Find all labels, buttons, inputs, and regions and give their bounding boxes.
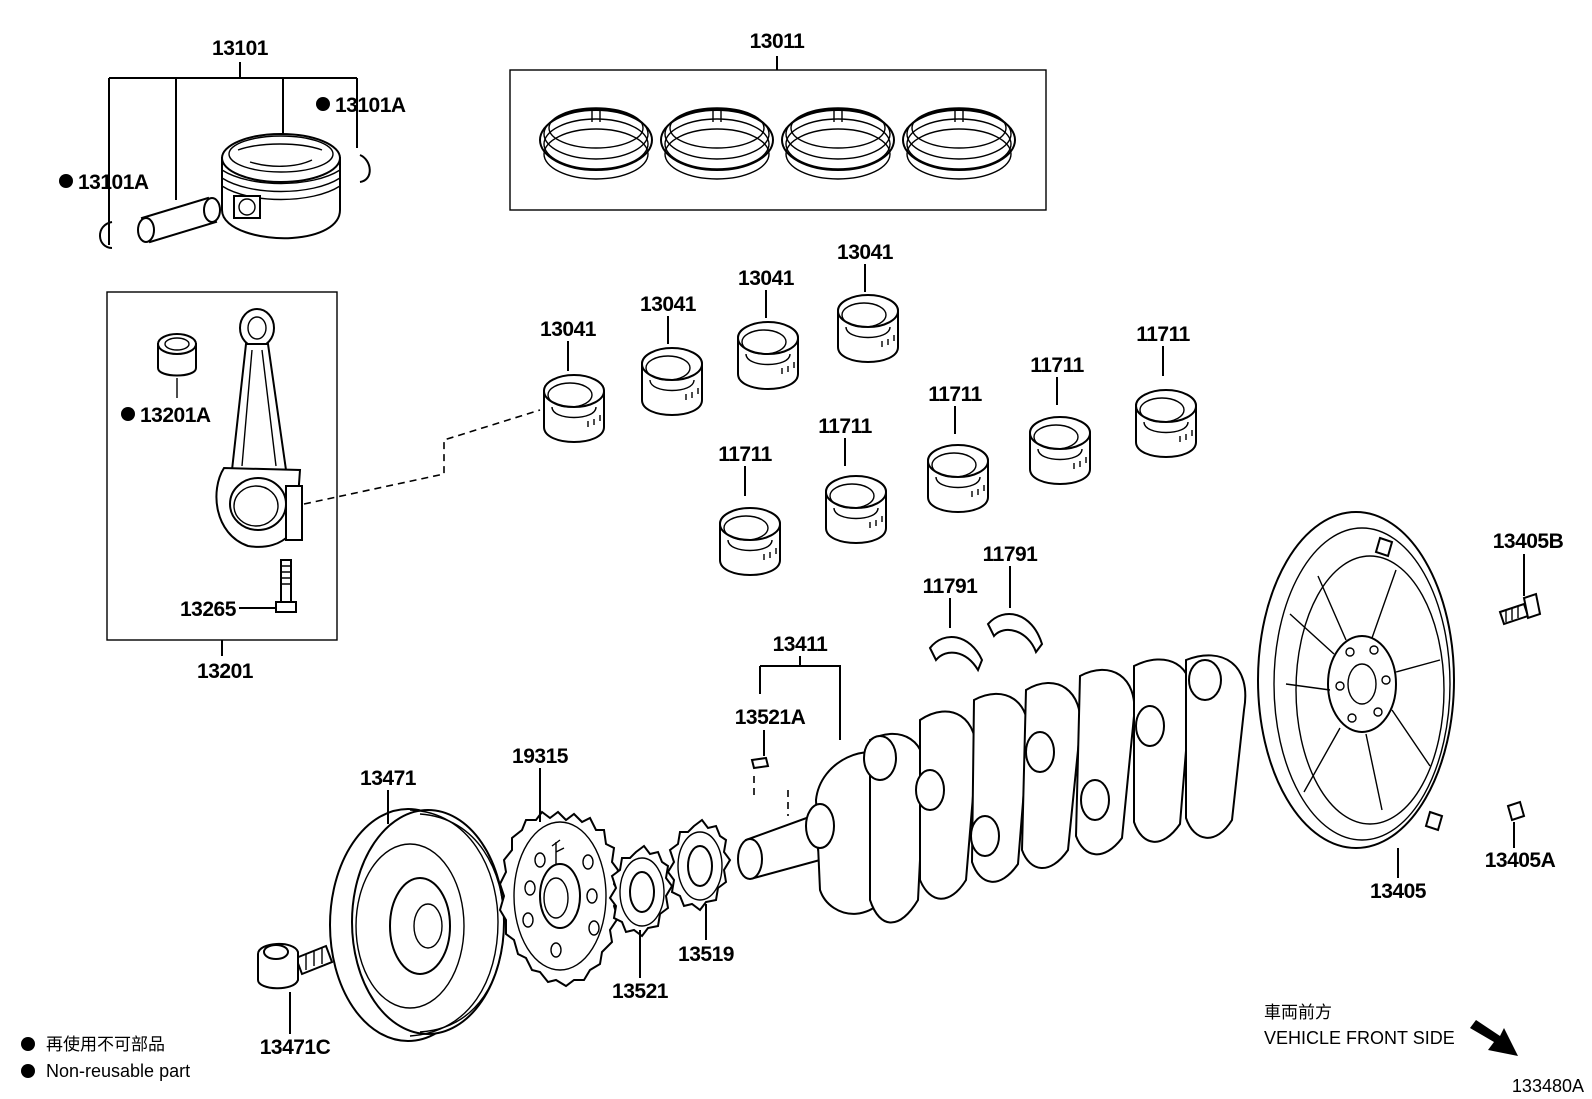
part-13519-label: 13519 [678, 943, 734, 966]
part-13101-label: 13101 [212, 37, 269, 60]
part-13101A-right-label: 13101A [335, 94, 406, 117]
piston-icon [221, 133, 341, 240]
conrod-bearings: 13041 13041 13041 13041 [540, 241, 899, 443]
main-bearings: 11711 11711 11711 11711 11711 [718, 323, 1197, 576]
conrod-bolt-icon [275, 559, 297, 613]
crank-gear-icon [608, 844, 674, 938]
non-reusable-marker-icon [59, 174, 73, 188]
piston-pin-icon [137, 196, 221, 244]
piston-ring-set: 13011 [509, 30, 1047, 211]
part-11711-label-4: 11711 [1030, 354, 1084, 377]
part-13471C-label: 13471C [260, 1036, 331, 1059]
part-13521-label: 13521 [612, 980, 669, 1003]
part-13101A-left-label: 13101A [78, 171, 149, 194]
drive-plate-icon [1257, 511, 1455, 849]
conrod-group: 13201A 13265 13201 [106, 291, 541, 683]
front-arrow-icon [1470, 1020, 1518, 1056]
drive-plate-group: 13405 13405B 13405A [1257, 511, 1564, 903]
pulley-bolt-icon [257, 943, 334, 990]
non-reusable-marker-icon [21, 1064, 35, 1078]
vehicle-front-indicator: 車両前方 VEHICLE FRONT SIDE [1264, 1003, 1518, 1056]
snap-ring-left-icon [99, 221, 113, 249]
part-11711-label-1: 11711 [718, 443, 772, 466]
part-13201A-label: 13201A [140, 404, 211, 427]
crankshaft-icon [737, 654, 1247, 924]
conrod-bushing-icon [157, 333, 197, 398]
part-13521A-label: 13521A [735, 706, 806, 729]
direction-jp-text: 車両前方 [1264, 1003, 1332, 1023]
oil-pump-gear-icon [666, 818, 732, 912]
front-end-parts: 13471 13471C 19315 [257, 745, 734, 1059]
non-reusable-marker-icon [121, 407, 135, 421]
part-13405B-label: 13405B [1493, 530, 1564, 553]
part-19315-label: 19315 [512, 745, 569, 768]
timing-rotor-icon [498, 810, 622, 988]
drive-plate-bolt-icon [1498, 592, 1542, 626]
legend: 再使用不可部品 Non-reusable part [21, 1034, 190, 1081]
part-11711-label-2: 11711 [818, 415, 872, 438]
thrust-washer-icon [928, 636, 984, 673]
connecting-rod-icon [215, 308, 303, 548]
part-11791-label-2: 11791 [983, 543, 1039, 566]
legend-en-text: Non-reusable part [46, 1061, 190, 1081]
crankshaft-key-icon [750, 756, 770, 770]
part-13265-label: 13265 [180, 598, 237, 621]
drive-plate-pin-icon [1506, 800, 1526, 822]
part-13041-label-4: 13041 [837, 241, 894, 264]
part-13471-label: 13471 [360, 767, 417, 790]
thrust-washer-icon [986, 613, 1044, 655]
part-11711-label-5: 11711 [1136, 323, 1190, 346]
part-13405-label: 13405 [1370, 880, 1427, 903]
part-13011-label: 13011 [750, 30, 806, 53]
diagram-id: 133480A [1512, 1076, 1584, 1096]
thrust-washers: 11791 11791 [923, 543, 1044, 673]
legend-jp-text: 再使用不可部品 [46, 1034, 165, 1055]
piston-group: 13101 13101A 13101A [59, 37, 406, 249]
crankshaft-group: 13411 13521A [735, 633, 1247, 924]
part-13041-label-2: 13041 [640, 293, 697, 316]
snap-ring-right-icon [359, 154, 371, 183]
part-11711-label-3: 11711 [928, 383, 982, 406]
part-13411-label: 13411 [773, 633, 829, 656]
direction-en-text: VEHICLE FRONT SIDE [1264, 1028, 1455, 1048]
part-13201-label: 13201 [197, 660, 254, 683]
part-11791-label-1: 11791 [923, 575, 979, 598]
non-reusable-marker-icon [316, 97, 330, 111]
part-13041-label-3: 13041 [738, 267, 795, 290]
part-13405A-label: 13405A [1485, 849, 1556, 872]
crankshaft-pulley-icon [329, 808, 505, 1042]
part-13041-label-1: 13041 [540, 318, 597, 341]
non-reusable-marker-icon [21, 1037, 35, 1051]
